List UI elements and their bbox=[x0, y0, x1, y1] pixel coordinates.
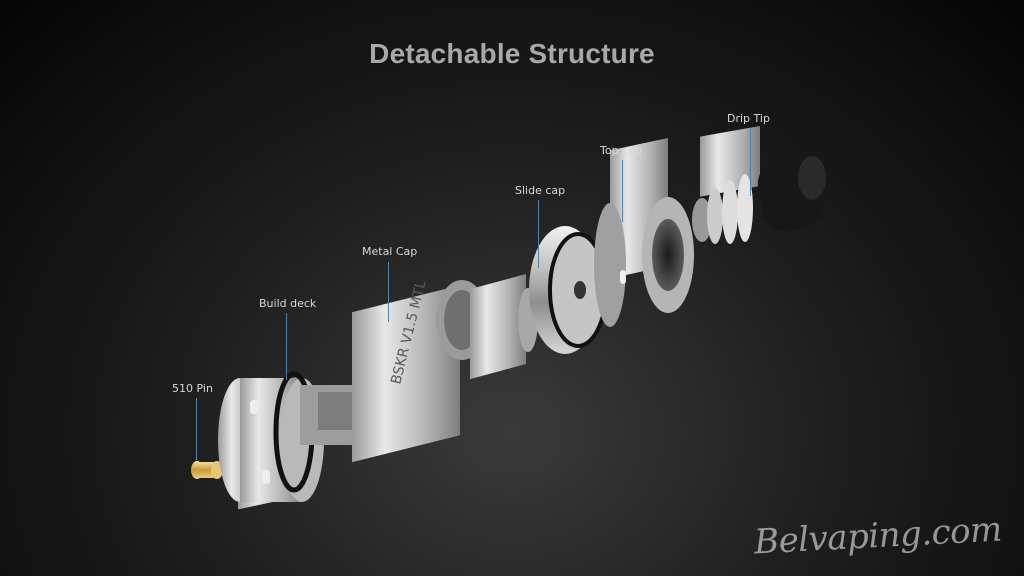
slide-cap-leader-line bbox=[538, 200, 539, 268]
metal-cap-part: BSKR V1.5 MTL bbox=[352, 279, 488, 463]
build-deck-part bbox=[218, 371, 360, 510]
top-cap-leader-line bbox=[622, 160, 623, 222]
pin-510-part bbox=[191, 461, 223, 479]
label-slide-cap: Slide cap bbox=[515, 184, 566, 197]
slide-cap-part bbox=[529, 226, 608, 354]
page-title: Detachable Structure bbox=[369, 38, 655, 69]
label-top-cap: Top cap bbox=[600, 144, 642, 157]
top-cap-part bbox=[594, 138, 694, 327]
chimney-part bbox=[470, 274, 538, 380]
drip-tip-part bbox=[692, 125, 826, 244]
metal-cap-leader-line bbox=[388, 262, 389, 322]
pin-leader-line bbox=[196, 398, 197, 460]
label-510-pin: 510 Pin bbox=[172, 382, 213, 395]
label-build-deck: Build deck bbox=[259, 297, 317, 310]
label-metal-cap: Metal Cap bbox=[362, 245, 418, 258]
drip-tip-leader-line bbox=[750, 128, 751, 196]
label-drip-tip: Drip Tip bbox=[727, 112, 770, 125]
build-deck-leader-line bbox=[286, 313, 287, 380]
